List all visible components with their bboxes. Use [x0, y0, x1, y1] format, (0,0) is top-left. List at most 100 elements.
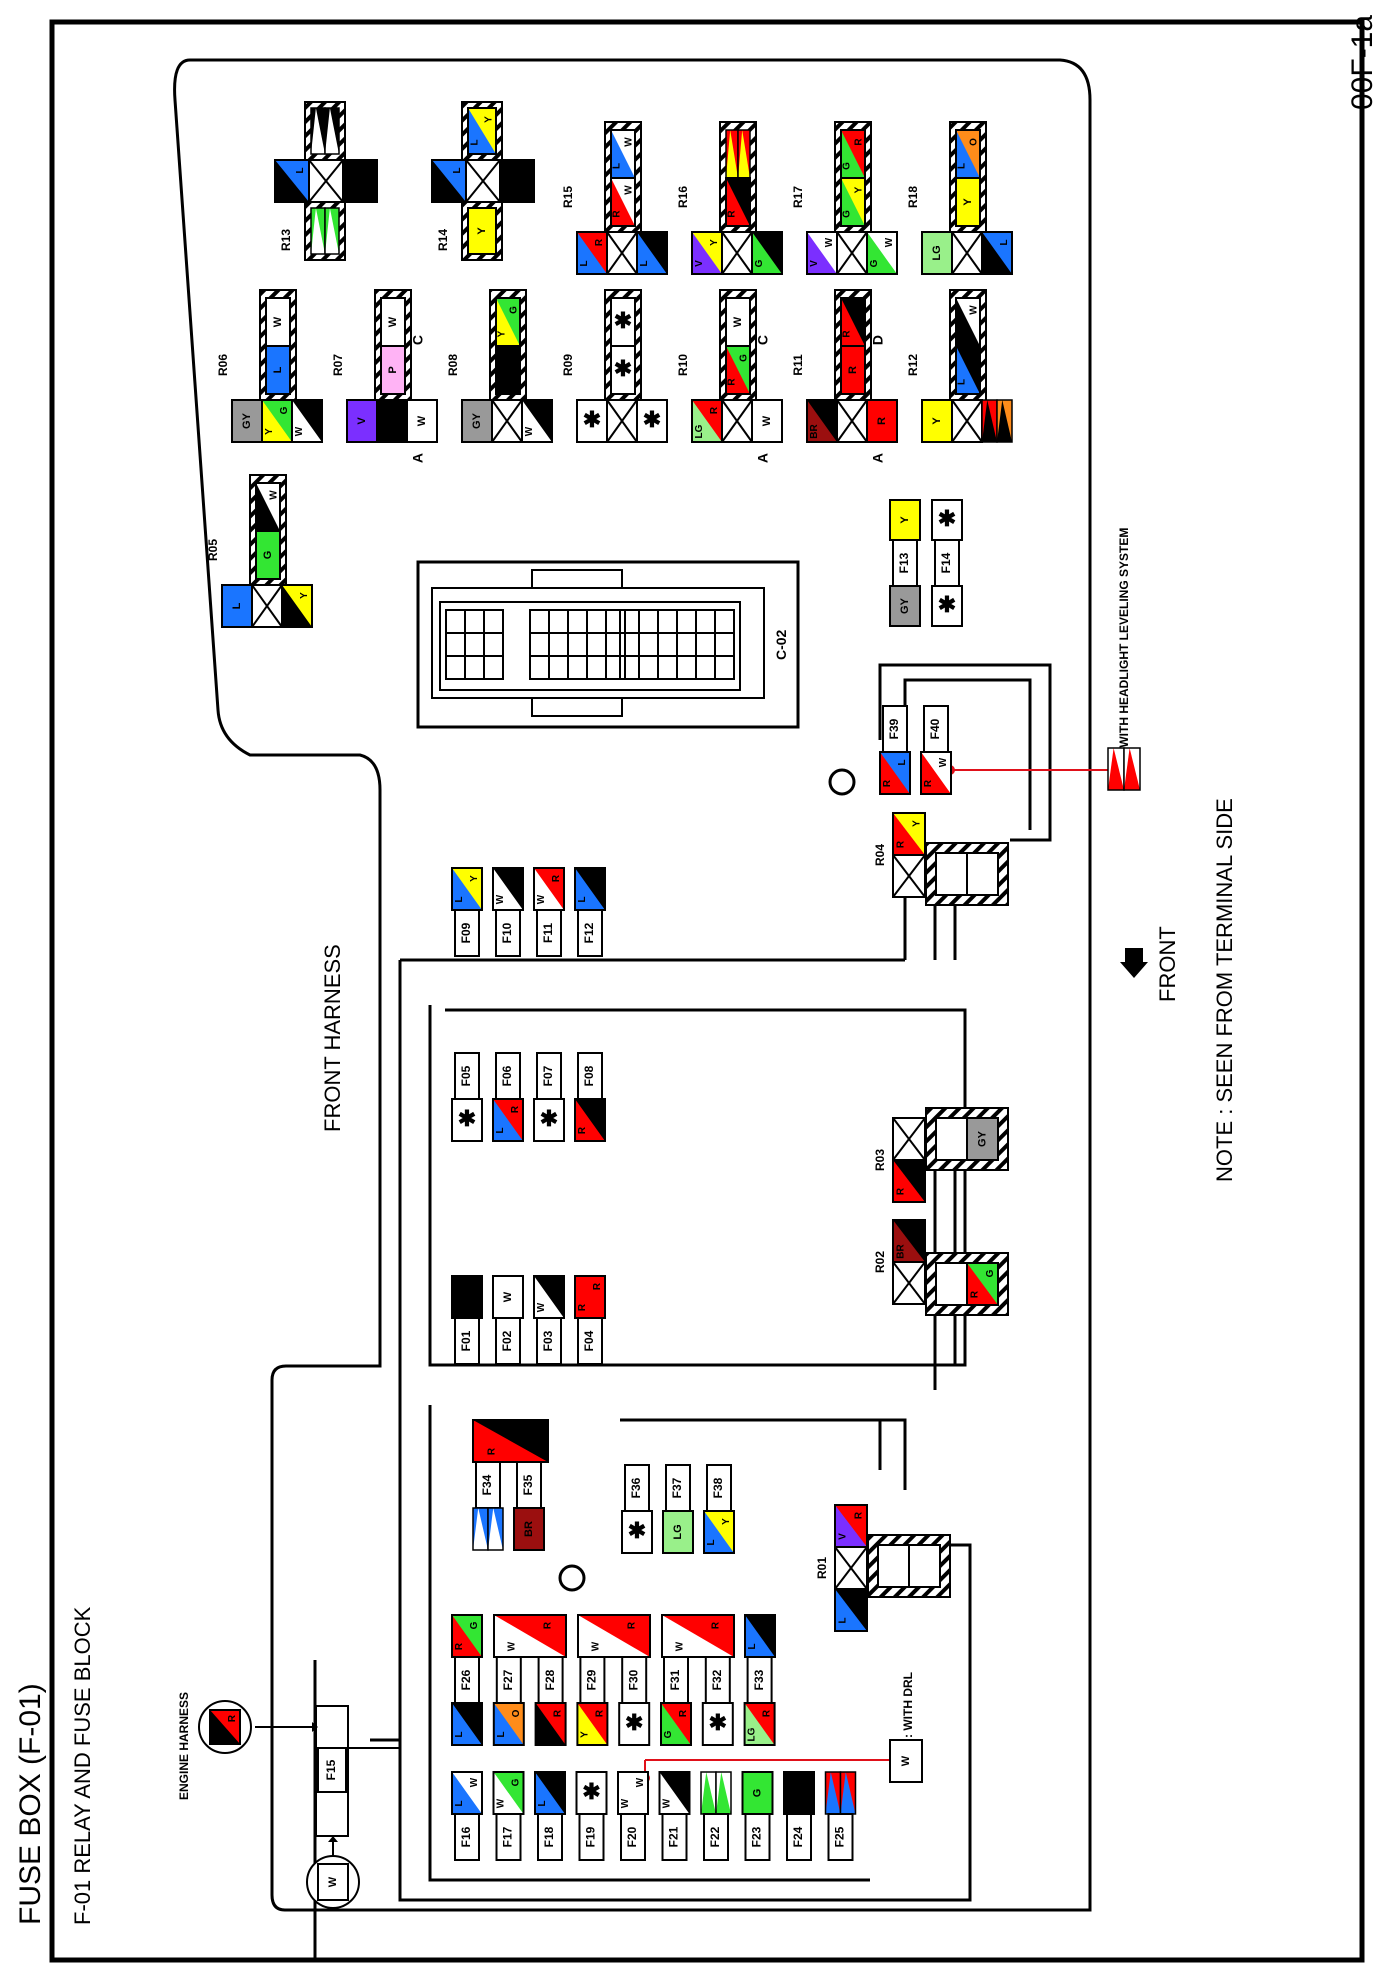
fuse-f22[interactable]: F22: [700, 1771, 732, 1861]
relay-pin: BL: [274, 159, 310, 203]
relay-pin: BRB: [806, 399, 838, 443]
headlight-leveling-connector[interactable]: [1107, 747, 1141, 791]
c02-pin: [567, 632, 588, 657]
wire-color-label: B: [212, 1732, 223, 1739]
wire-color-label: V: [809, 260, 820, 267]
wire-color-label: R: [577, 1303, 588, 1311]
relay-coil-wire: P: [380, 345, 406, 395]
fuse-f32[interactable]: F32✱: [701, 1656, 734, 1746]
wire-color-label: V: [838, 1533, 849, 1540]
wire-color-label: GY: [471, 412, 483, 429]
relay-id: R07: [331, 354, 345, 376]
asterisk-icon: ✱: [582, 1779, 600, 1804]
fuse-f34[interactable]: F34: [472, 1461, 504, 1551]
c02-pin: [714, 632, 735, 657]
wire-color-label: L: [577, 896, 588, 902]
fuse-id: F37: [670, 1477, 684, 1498]
fuse-f05[interactable]: F05✱: [451, 1052, 483, 1142]
wire-color-label: R: [896, 1187, 907, 1195]
fuse-wire-bottom: ✱: [618, 1702, 651, 1746]
fuse-id: F09: [459, 922, 473, 943]
engine-harness-connector[interactable]: BR: [198, 1700, 318, 1754]
relay-id: R02: [873, 1251, 887, 1273]
wire-color-label: Y: [580, 1731, 591, 1738]
fuse-f30[interactable]: F30✱: [618, 1656, 651, 1746]
fuse-f25[interactable]: F25: [824, 1771, 857, 1861]
c02-pin: [638, 609, 659, 634]
fuse-wire-bottom: LB: [451, 1702, 483, 1746]
fuse-f36[interactable]: F36✱: [621, 1464, 653, 1554]
relay-coil-wire: LW: [610, 129, 636, 179]
fuse-f15[interactable]: F15: [315, 1705, 400, 1837]
relay-coil-wire: ✱: [610, 297, 636, 347]
fuse-wire-right: ✱: [931, 499, 963, 541]
wire-color-label: W: [624, 185, 635, 195]
relay-pin: W: [751, 399, 783, 443]
wire-color-label: R: [711, 1621, 722, 1629]
wire-color-label: L: [838, 1617, 849, 1623]
c02-pin: [567, 655, 588, 680]
fuse-f07[interactable]: F07✱: [533, 1052, 565, 1142]
relay-pin: BL: [431, 159, 467, 203]
fuse-f19[interactable]: ✱F19: [575, 1771, 608, 1861]
relay-pin: GY: [461, 399, 493, 443]
wire-color-label: B: [912, 1227, 923, 1234]
drl-connector[interactable]: W: [889, 1739, 923, 1783]
relay-pin: Y: [921, 399, 953, 443]
fuse-id: F32: [710, 1669, 724, 1690]
relay-r09[interactable]: ✱✱✱✱R09: [561, 289, 668, 443]
fuse-wire: [700, 1771, 732, 1815]
relay-pin: LB: [636, 231, 668, 275]
wire-color-label: Y: [469, 875, 480, 882]
fuse-id: F22: [708, 1826, 722, 1847]
fuse-f14[interactable]: ✱F14✱: [931, 499, 963, 627]
battery-connector[interactable]: W: [306, 1836, 360, 1909]
